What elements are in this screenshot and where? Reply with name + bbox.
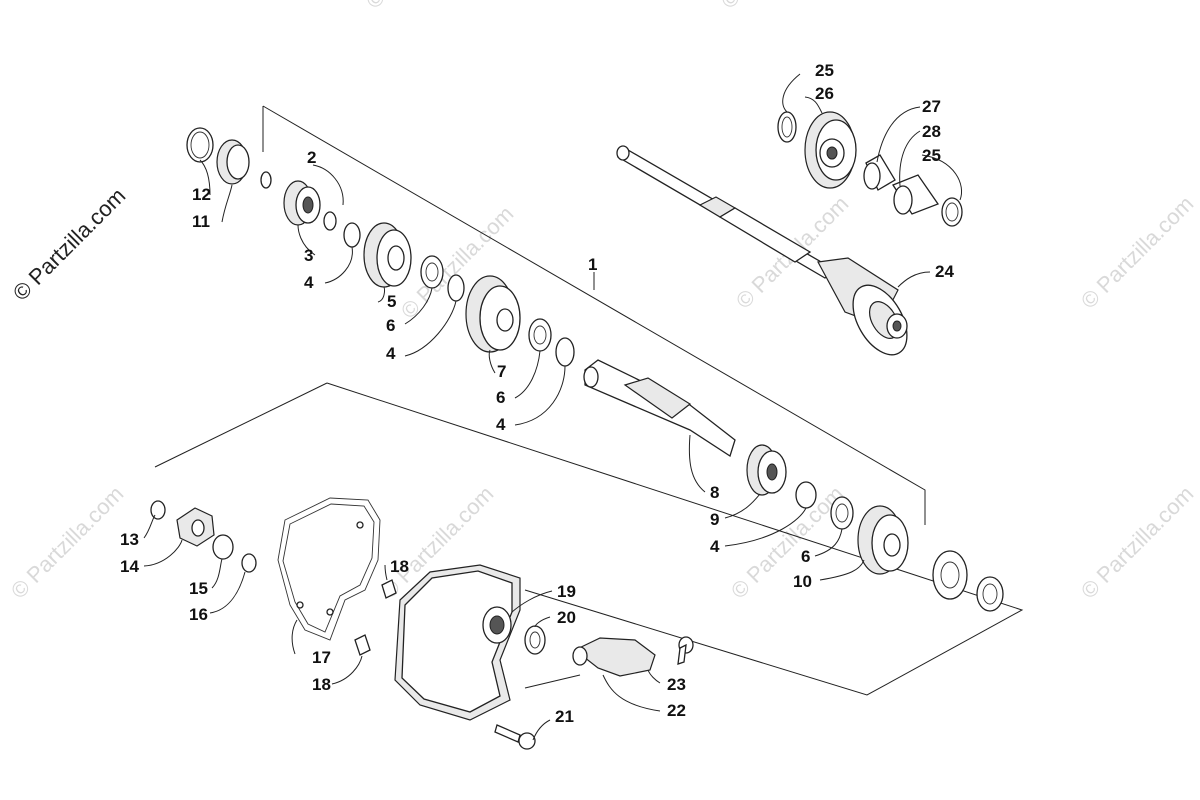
callout-10: 10: [793, 572, 812, 591]
callout-25: 25: [815, 61, 834, 80]
callout-23: 23: [667, 675, 686, 694]
callout-6: 6: [386, 316, 395, 335]
bearing-6: [420, 255, 444, 289]
dowel-18-lower: [354, 634, 371, 656]
leader-lines: [143, 73, 962, 741]
callout-2: 2: [307, 148, 316, 167]
cover-assembly: [150, 497, 694, 750]
seal-20: [524, 625, 546, 655]
callout-14: 14: [120, 557, 139, 576]
washer-4: [343, 222, 361, 248]
cover-assembly-frame: [154, 382, 1024, 696]
watermark-main: © Partzilla.com: [8, 183, 131, 306]
shaft-assembly-frame: [262, 105, 926, 525]
callout-22: 22: [667, 701, 686, 720]
washer-15: [212, 534, 234, 560]
callout-28: 28: [922, 122, 941, 141]
watermark: © Partzilla.com: [716, 0, 839, 14]
callout-11: 11: [192, 212, 210, 231]
watermark: © Partzilla.com: [1076, 481, 1199, 604]
callout-27: 27: [922, 97, 941, 116]
gasket-17: [277, 497, 381, 641]
callout-18: 18: [390, 557, 409, 576]
callout-9: 9: [710, 510, 719, 529]
assembly-frames: [154, 105, 1024, 696]
callout-4: 4: [710, 537, 720, 556]
dowel-18: [381, 579, 397, 599]
bearing-right: [932, 550, 968, 600]
seal-right: [976, 576, 1004, 612]
callout-18: 18: [312, 675, 331, 694]
clip-13: [150, 500, 166, 520]
callout-13: 13: [120, 530, 139, 549]
callout-15: 15: [189, 579, 208, 598]
clip-16: [241, 553, 257, 573]
callout-5: 5: [387, 292, 396, 311]
callout-12: 12: [192, 185, 211, 204]
watermark-group: © Partzilla.com © Partzilla.com © Partzi…: [6, 0, 1199, 604]
callout-4: 4: [496, 415, 506, 434]
clip-2: [323, 211, 337, 231]
callout-19: 19: [557, 582, 576, 601]
callout-17: 17: [312, 648, 331, 667]
watermark: © Partzilla.com: [361, 0, 484, 14]
callout-4: 4: [386, 344, 396, 363]
callout-1: 1: [588, 255, 597, 274]
countershaft-assembly: [616, 111, 963, 356]
ring-25: [777, 111, 797, 143]
callout-7: 7: [497, 362, 506, 381]
watermark: © Partzilla.com: [1076, 191, 1199, 314]
callout-6: 6: [801, 547, 810, 566]
mainshaft-assembly: [186, 127, 1004, 612]
callout-6: 6: [496, 388, 505, 407]
callout-24: 24: [935, 262, 954, 281]
sensor-22: [573, 637, 656, 677]
callout-20: 20: [557, 608, 576, 627]
watermark: © Partzilla.com: [726, 481, 849, 604]
ring-25-right: [941, 197, 963, 227]
watermark: © Partzilla.com: [6, 481, 129, 604]
callout-21: 21: [555, 707, 574, 726]
bolt-21: [494, 724, 521, 743]
callout-3: 3: [304, 246, 313, 265]
callout-labels: 1 2 3 4 4 4 4 5 6 6 6 7 8 9 10 11 12 13 …: [120, 61, 954, 726]
callout-4: 4: [304, 273, 314, 292]
callout-16: 16: [189, 605, 208, 624]
callout-8: 8: [710, 483, 719, 502]
callout-25: 25: [922, 146, 941, 165]
callout-26: 26: [815, 84, 834, 103]
